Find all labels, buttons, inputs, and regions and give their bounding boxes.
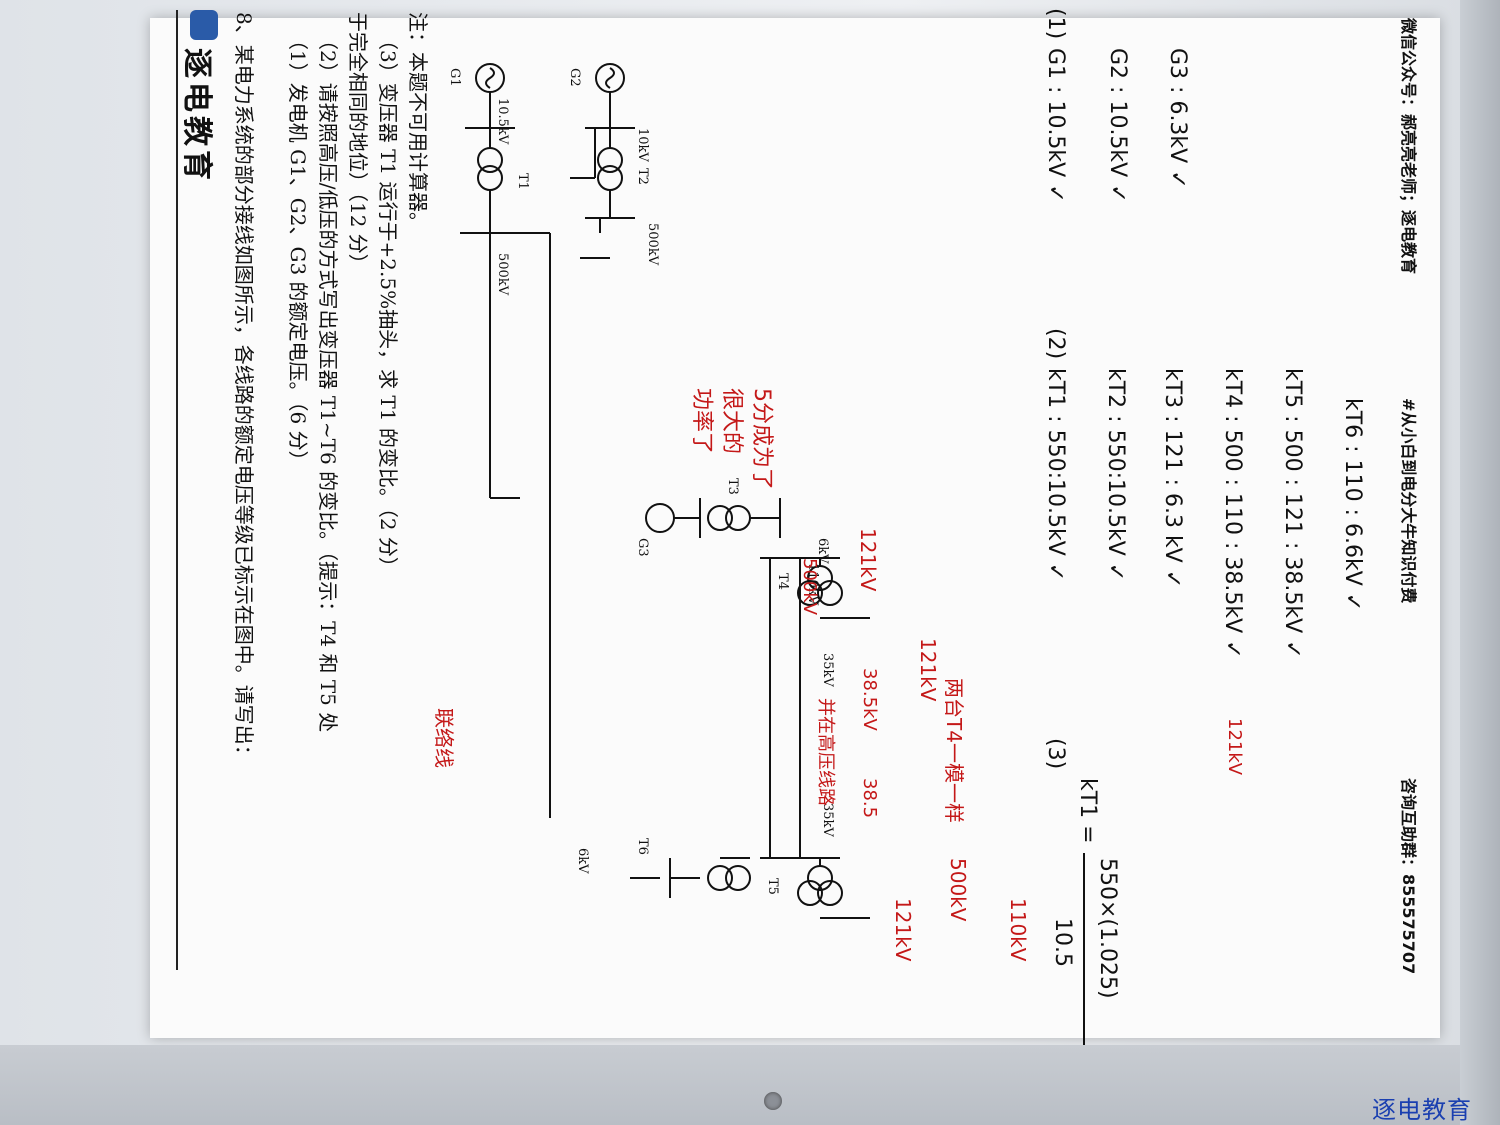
document-page: 逐电教育 8、某电力系统的部分接线如图所示，各线路的额定电压等级已标示在图中。请…: [150, 8, 1440, 1053]
footer-group: 咨询互助群：855575707: [1399, 778, 1418, 975]
hw-answer-kt2: kT2 : 550:10.5kV ✓: [1103, 368, 1128, 582]
hw-answer-g2: G2 : 10.5kV ✓: [1105, 48, 1130, 203]
hw-answer-kt1-3-den: 10.5: [1050, 918, 1075, 967]
label-t5: T5: [765, 878, 780, 895]
tablet-bezel-right: [1460, 0, 1500, 1125]
hw-500kv-a: 500kV: [799, 558, 820, 616]
hw-answer-kt3: kT3 : 121 : 6.3 kV ✓: [1160, 368, 1185, 589]
camera-icon: [764, 1092, 782, 1110]
question-stem: 某电力系统的部分接线如图所示，各线路的额定电压等级已标示在图中。请写出：: [232, 44, 256, 765]
hw-answer-1-title: (1): [1043, 8, 1068, 40]
hw-t4-note1: 5分成为了: [749, 388, 774, 490]
hw-121kv-c: 121kV: [916, 638, 940, 702]
hw-answer-2-title: (2): [1043, 328, 1068, 360]
label-g3: G3: [635, 538, 650, 557]
question-item-2-cont: 于完全相同的地位）（12 分）: [346, 12, 370, 274]
circuit-diagram: [460, 63, 870, 919]
question-item-2: （2）请按照高压/低压的方式写出变压器 T1~T6 的变比。（提示：T4 和 T…: [316, 30, 340, 733]
hw-fraction-bar: [1083, 853, 1085, 1053]
hw-38-5kv-a: 38.5kV: [859, 668, 880, 731]
hw-answer-3-title: (3): [1043, 738, 1068, 770]
label-g1: G1: [447, 68, 462, 87]
hw-coupling-note: 联络线: [432, 708, 456, 768]
hw-answer-kt5: kT5 : 500 : 121 : 38.5kV ✓: [1280, 368, 1305, 659]
label-g2: G2: [567, 68, 582, 87]
footer-wechat: 微信公众号：郝亮亮老师；逐电教育: [1399, 18, 1418, 275]
hw-answer-g1: G1 : 10.5kV ✓: [1043, 48, 1068, 203]
label-6kv-t6: 6kV: [575, 848, 590, 874]
header-rule: [176, 10, 178, 970]
label-t6: T6: [635, 838, 650, 855]
hw-110kv: 110kV: [1006, 898, 1030, 962]
footer-hashtag: #从小白到电分大牛知识付费: [1399, 398, 1418, 604]
hw-answer-kt4-note: 121kV: [1224, 718, 1245, 776]
hw-answer-kt4: kT4 : 500 : 110 : 38.5kV ✓: [1220, 368, 1245, 659]
brand-title: 逐电教育: [179, 48, 214, 184]
label-500kv-t2: 500kV: [645, 223, 660, 266]
hw-121kv-a: 121kV: [856, 528, 880, 592]
hw-answer-kt1-3: kT1 =: [1075, 778, 1100, 844]
label-35kv-t5: 35kV: [820, 803, 835, 837]
label-35kv-t4: 35kV: [820, 653, 835, 687]
label-t3: T3: [725, 478, 740, 495]
hw-answer-g3: G3 : 6.3kV ✓: [1165, 48, 1190, 189]
hw-t4-note3: 功率了: [689, 388, 714, 455]
label-10-5kv: 10.5kV: [495, 98, 510, 145]
hw-121kv-b: 121kV: [891, 898, 915, 962]
watermark-text: 逐电教育: [1372, 1096, 1472, 1124]
brand-logo-icon: [190, 10, 218, 40]
label-t4: T4: [775, 573, 790, 590]
hw-answer-kt1-3-num: 550×(1.025): [1095, 858, 1120, 999]
question-item-3: （3）变压器 T1 运行于+2.5%抽头，求 T1 的变比。（2 分）: [376, 30, 400, 577]
hw-t4-note2: 很大的: [719, 388, 744, 455]
question-note: 注：本题不可用计算器。: [406, 12, 430, 232]
hw-38-5-b: 38.5: [859, 778, 880, 819]
hw-answer-kt1: kT1 : 550:10.5kV ✓: [1043, 368, 1068, 582]
label-500kv-top: 500kV: [495, 253, 510, 296]
tablet-bezel-bottom: [0, 1045, 1460, 1125]
hw-dual-note: 两台T4一模一样: [942, 678, 966, 823]
question-item-1: （1）发电机 G1、G2、G3 的额定电压。（6 分）: [286, 30, 310, 471]
label-t1: T1: [515, 173, 530, 190]
question-number: 8、: [232, 12, 256, 45]
label-10kv: 10kV: [635, 128, 650, 162]
label-t2: T2: [635, 168, 650, 185]
hw-answer-kt6: kT6 : 110 : 6.6kV ✓: [1340, 398, 1365, 612]
hw-500kv-b: 500kV: [946, 858, 970, 922]
rotated-document: 逐电教育 8、某电力系统的部分接线如图所示，各线路的额定电压等级已标示在图中。请…: [150, 8, 1440, 1053]
hw-parallel-note: 并在高压线路: [815, 698, 836, 806]
generator-g3-icon: [645, 503, 675, 533]
